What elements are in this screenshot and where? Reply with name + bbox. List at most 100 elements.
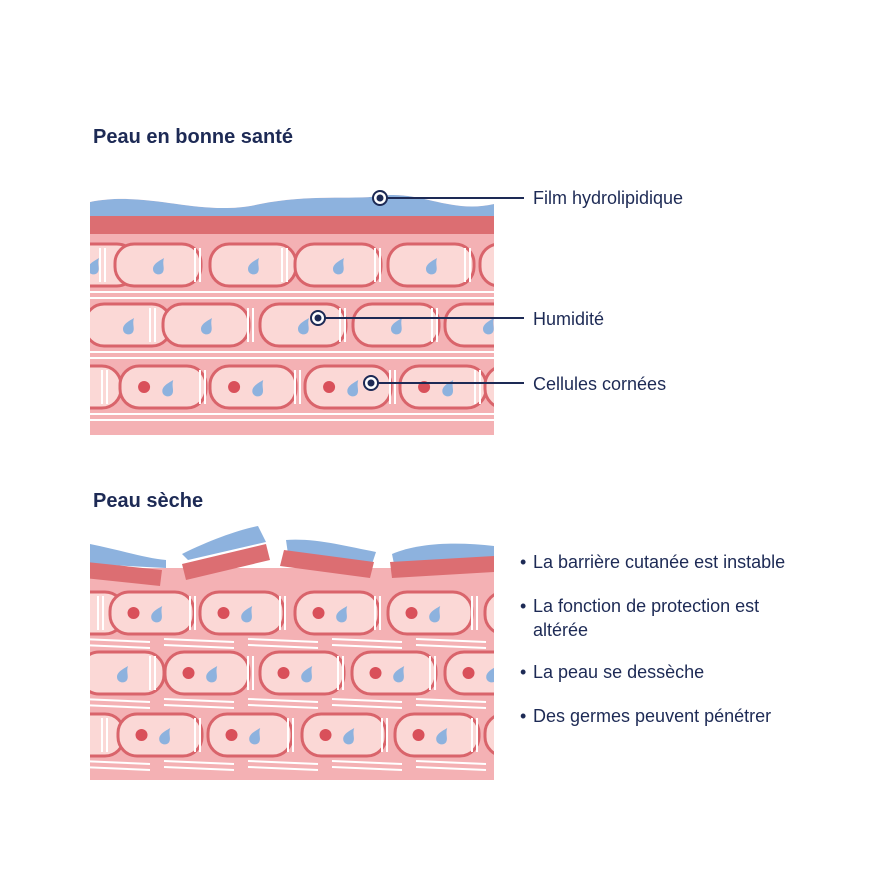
droplet-icon xyxy=(429,606,441,623)
droplet-icon xyxy=(249,728,261,745)
droplet-icon xyxy=(298,318,309,335)
droplet-icon xyxy=(206,666,218,683)
droplet-icon xyxy=(426,258,437,275)
barrier-flake xyxy=(280,550,374,578)
cell-nucleus xyxy=(319,729,332,741)
layer-line xyxy=(247,766,319,771)
film-label: Film hydrolipidique xyxy=(533,188,684,208)
cell-nucleus xyxy=(369,667,382,679)
corneocyte-cell xyxy=(483,593,494,633)
droplet-icon xyxy=(162,380,174,397)
cell-nucleus xyxy=(405,607,418,619)
callout-film-leader xyxy=(372,190,524,206)
cell-body xyxy=(393,712,481,758)
corneocyte-cell xyxy=(116,712,204,758)
layer-line xyxy=(415,638,487,643)
corneocyte-cell xyxy=(443,302,494,348)
droplet-icon xyxy=(123,318,134,335)
layer-line xyxy=(247,760,319,765)
layer-line xyxy=(331,644,403,649)
barrier-flake xyxy=(390,556,494,578)
cell-body xyxy=(258,650,346,696)
layer-line xyxy=(415,644,487,649)
layer-line xyxy=(163,704,235,709)
cell-body xyxy=(293,590,381,636)
layer-line xyxy=(331,766,403,771)
corneocyte-cell xyxy=(443,650,494,696)
layer-line xyxy=(247,638,319,643)
layer-line xyxy=(415,698,487,703)
corneocyte-cell xyxy=(351,302,441,348)
barrier-flake xyxy=(182,544,270,580)
layer-line xyxy=(415,760,487,765)
bullet-dot: • xyxy=(520,596,527,616)
cell-body xyxy=(350,650,438,696)
layer-line xyxy=(163,766,235,771)
cell-nucleus xyxy=(225,729,238,741)
cell-body xyxy=(483,715,494,755)
layer-line xyxy=(90,766,151,771)
bullet-item: • La peau se dessèche xyxy=(520,660,870,684)
healthy-skin-diagram xyxy=(90,190,494,435)
cell-body xyxy=(116,712,204,758)
corneocyte-cell xyxy=(208,364,298,410)
cell-nucleus xyxy=(462,667,475,679)
bullet-dot: • xyxy=(520,662,527,682)
corneocyte-cell xyxy=(300,712,388,758)
cell-body xyxy=(386,590,474,636)
droplet-icon xyxy=(442,380,454,397)
corneocyte-cell xyxy=(163,650,251,696)
cell-body xyxy=(198,590,286,636)
callout-humidity-leader xyxy=(310,310,524,326)
droplet-icon xyxy=(336,606,348,623)
layer-line xyxy=(163,644,235,649)
bullet-text: Des germes peuvent pénétrer xyxy=(533,706,772,726)
corneocyte-cell xyxy=(198,590,286,636)
droplet-icon xyxy=(248,258,259,275)
cell-nucleus xyxy=(277,667,290,679)
bullet-item: • La barrière cutanée est instable xyxy=(520,550,870,574)
dry-skin-diagram xyxy=(90,520,494,780)
layer-line xyxy=(415,766,487,771)
healthy-skin-title: Peau en bonne santé xyxy=(93,126,294,148)
broken-film-flake xyxy=(90,544,166,568)
cell-nucleus xyxy=(323,381,336,393)
corneocyte-cell xyxy=(386,590,474,636)
cell-body xyxy=(478,243,494,287)
barrier-flake xyxy=(90,562,162,586)
corneocyte-cell xyxy=(393,712,481,758)
bullet-dot: • xyxy=(520,552,527,572)
droplet-icon xyxy=(151,606,163,623)
layer-line xyxy=(90,760,151,765)
bullet-item: • La fonction de protection est altérée xyxy=(520,594,870,642)
droplet-icon xyxy=(483,318,494,335)
layer-line xyxy=(90,698,151,703)
bullet-text: La fonction de protection est altérée xyxy=(533,596,760,640)
layer-line xyxy=(90,704,151,709)
bullet-item: • Des germes peuvent pénétrer xyxy=(520,704,870,728)
cell-body xyxy=(163,650,251,696)
corneocyte-cell xyxy=(350,650,438,696)
cell-nucleus xyxy=(217,607,230,619)
dry-skin-illustration xyxy=(90,526,494,780)
cell-body xyxy=(443,302,494,348)
corneocyte-cell xyxy=(118,364,208,410)
layer-line xyxy=(163,638,235,643)
bullet-dot: • xyxy=(520,706,527,726)
layer-line xyxy=(163,698,235,703)
dry-skin-bullet-list: • La barrière cutanée est instable • La … xyxy=(520,550,870,748)
corneocyte-cell xyxy=(258,650,346,696)
layer-line xyxy=(331,760,403,765)
droplet-icon xyxy=(343,728,355,745)
cell-nucleus xyxy=(182,667,195,679)
corneocyte-cell xyxy=(478,243,494,287)
cell-nucleus xyxy=(135,729,148,741)
callout-cells-leader xyxy=(363,375,524,391)
layer-line xyxy=(90,638,151,643)
droplet-icon xyxy=(252,380,264,397)
cells-label: Cellules cornées xyxy=(533,374,667,394)
droplet-icon xyxy=(301,666,313,683)
corneocyte-cell xyxy=(386,242,476,288)
cell-body xyxy=(483,367,494,407)
